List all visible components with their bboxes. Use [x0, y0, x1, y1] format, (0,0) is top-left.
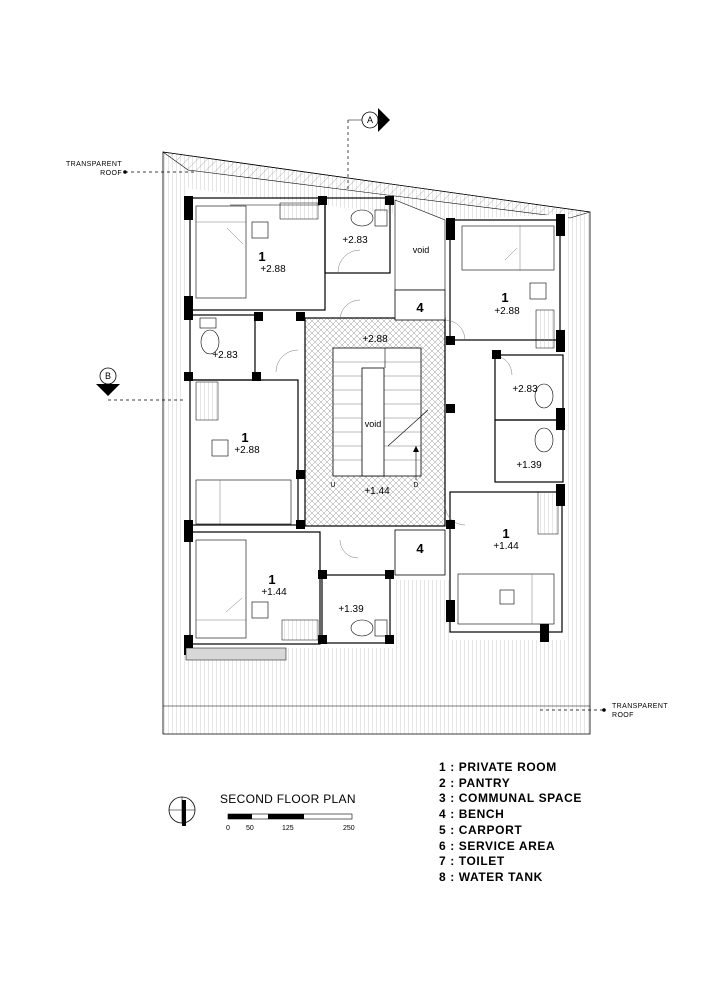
north-arrow-icon	[168, 796, 196, 826]
legend-item: 5 : CARPORT	[439, 822, 523, 837]
room-mid-left	[189, 379, 299, 526]
bench-number: 4	[416, 300, 424, 315]
roof-callout-top-line1: TRANSPARENT	[66, 161, 122, 168]
roof-callout-bottom-line1: TRANSPARENT	[612, 703, 668, 710]
bench-top	[394, 289, 446, 321]
stair-core	[304, 317, 446, 527]
toilet-level: +2.83	[212, 350, 238, 361]
scale-tick: 250	[343, 825, 355, 832]
door-swings	[275, 299, 513, 559]
room-number: 1	[258, 249, 265, 264]
roof-callout-top: TRANSPARENT ROOF	[58, 160, 122, 178]
stair-lower-level: +1.44	[364, 486, 390, 497]
room-top-right	[394, 199, 561, 349]
scale-tick: 50	[246, 825, 254, 832]
plan-title: SECOND FLOOR PLAN	[220, 792, 356, 806]
legend-item: 4 : BENCH	[439, 807, 505, 822]
room-bottom-left	[189, 531, 321, 645]
level-label: +1.44	[493, 541, 519, 552]
roof-callout-bottom: TRANSPARENT ROOF	[612, 702, 668, 720]
section-marker-a: A	[347, 108, 390, 190]
toilet-level: +1.39	[338, 604, 364, 615]
toilet-top	[324, 197, 391, 274]
section-a-label: A	[367, 115, 373, 125]
stair-up-label: U	[330, 482, 335, 489]
room-number: 1	[502, 526, 509, 541]
room-number: 1	[241, 430, 248, 445]
level-label: +2.88	[494, 306, 520, 317]
legend: 1 : PRIVATE ROOM 2 : PANTRY 3 : COMMUNAL…	[439, 760, 582, 886]
level-label: +2.88	[260, 264, 286, 275]
void-label: void	[413, 245, 430, 255]
room-top-left	[189, 197, 326, 311]
toilet-level: +1.39	[516, 460, 542, 471]
room-bottom-right	[449, 491, 563, 633]
toilet-level: +2.83	[342, 235, 368, 246]
toilet-bottom	[321, 574, 391, 644]
toilet-right-lower	[494, 419, 564, 483]
legend-item: 1 : PRIVATE ROOM	[439, 760, 557, 774]
legend-item: 7 : TOILET	[439, 854, 505, 869]
legend-item: 8 : WATER TANK	[439, 869, 543, 884]
legend-item: 2 : PANTRY	[439, 775, 511, 790]
structural-columns	[184, 196, 565, 655]
legend-item: 3 : COMMUNAL SPACE	[439, 791, 583, 806]
level-label: +2.88	[234, 445, 260, 456]
toilet-level: +2.83	[512, 384, 538, 395]
scale-bar	[227, 813, 353, 820]
level-label: +1.44	[261, 587, 287, 598]
bench-number: 4	[416, 541, 424, 556]
scale-tick: 0	[226, 825, 230, 832]
bench-bottom	[394, 529, 446, 576]
legend-item: 6 : SERVICE AREA	[439, 838, 556, 853]
scale-tick: 125	[282, 825, 294, 832]
roof-callout-bottom-line2: ROOF	[612, 712, 634, 719]
planter	[185, 647, 287, 661]
room-number: 1	[268, 572, 275, 587]
roof-callout-top-line2: ROOF	[100, 170, 122, 177]
section-b-label: B	[105, 371, 111, 381]
section-marker-b: B	[96, 367, 185, 401]
stair-landing-level: +2.88	[362, 334, 388, 345]
roof-callout-top-leader	[123, 170, 195, 174]
stair-void-label: void	[365, 419, 382, 429]
room-number: 1	[501, 290, 508, 305]
roof-callout-bottom-leader	[540, 708, 606, 712]
stair-down-label: D	[413, 482, 418, 489]
